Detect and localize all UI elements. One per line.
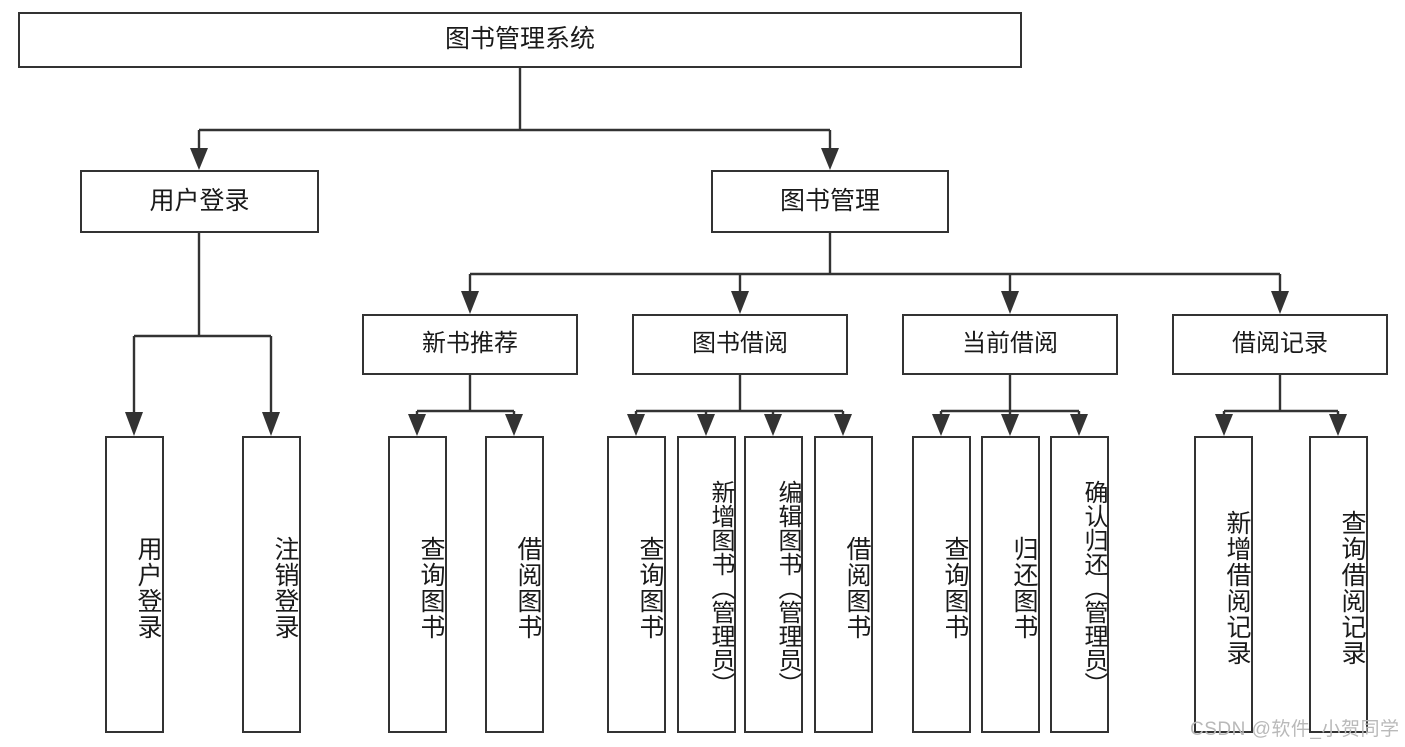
leaf-borrow-records-add[interactable]: 新增借阅记录	[1194, 436, 1253, 733]
node-book-manage[interactable]: 图书管理	[711, 170, 949, 233]
leaf-label: 用户登录	[134, 535, 162, 640]
arrow-book-borrow-leaf-1	[627, 414, 645, 436]
arrow-book-borrow-leaf-3	[764, 414, 782, 436]
node-borrow-records-label: 借阅记录	[1232, 330, 1328, 358]
arrow-book-borrow-leaf-4	[834, 414, 852, 436]
leaf-label: 查询借阅记录	[1338, 509, 1366, 666]
node-root[interactable]: 图书管理系统	[18, 12, 1022, 68]
node-user-login[interactable]: 用户登录	[80, 170, 319, 233]
node-new-book-recommend[interactable]: 新书推荐	[362, 314, 578, 375]
arrow-borrow-records-leaf-2	[1329, 414, 1347, 436]
leaf-book-borrow-borrow[interactable]: 借阅图书	[814, 436, 873, 733]
leaf-book-borrow-edit[interactable]: 编辑图书（管理员）	[744, 436, 803, 733]
node-book-borrow[interactable]: 图书借阅	[632, 314, 848, 375]
leaf-current-borrow-confirm[interactable]: 确认归还（管理员）	[1050, 436, 1109, 733]
node-root-label: 图书管理系统	[444, 25, 595, 54]
leaf-label: 借阅图书	[843, 535, 871, 640]
node-borrow-records[interactable]: 借阅记录	[1172, 314, 1388, 375]
leaf-new-book-borrow[interactable]: 借阅图书	[485, 436, 544, 733]
arrow-book-borrow-leaf-2	[697, 414, 715, 436]
watermark: CSDN @软件_小贺同学	[1190, 719, 1400, 740]
arrow-to-borrow-records	[1271, 291, 1289, 314]
arrow-current-borrow-leaf-2	[1001, 414, 1019, 436]
arrow-new-book-leaf-2	[505, 414, 523, 436]
leaf-label: 借阅图书	[514, 535, 542, 640]
node-new-book-recommend-label: 新书推荐	[422, 330, 518, 358]
arrow-to-book-manage	[821, 148, 839, 170]
leaf-book-borrow-add[interactable]: 新增图书（管理员）	[677, 436, 736, 733]
arrow-to-book-borrow	[731, 291, 749, 314]
leaf-book-borrow-query[interactable]: 查询图书	[607, 436, 666, 733]
leaf-label: 确认归还（管理员）	[1080, 479, 1107, 696]
arrow-user-login-leaf-2	[262, 412, 280, 436]
arrow-new-book-leaf-1	[408, 414, 426, 436]
node-current-borrow-label: 当前借阅	[962, 330, 1058, 358]
node-book-manage-label: 图书管理	[779, 186, 880, 215]
leaf-user-login-signout[interactable]: 注销登录	[242, 436, 301, 733]
leaf-label: 新增图书（管理员）	[707, 479, 734, 696]
leaf-label: 查询图书	[941, 535, 969, 640]
arrow-to-new-book	[461, 291, 479, 314]
arrow-to-current-borrow	[1001, 291, 1019, 314]
leaf-user-login-signin[interactable]: 用户登录	[105, 436, 164, 733]
arrow-user-login-leaf-1	[125, 412, 143, 436]
node-book-borrow-label: 图书借阅	[692, 330, 788, 358]
arrow-borrow-records-leaf-1	[1215, 414, 1233, 436]
leaf-label: 新增借阅记录	[1223, 509, 1251, 666]
arrow-current-borrow-leaf-3	[1070, 414, 1088, 436]
leaf-label: 编辑图书（管理员）	[774, 479, 801, 696]
leaf-current-borrow-return[interactable]: 归还图书	[981, 436, 1040, 733]
node-user-login-label: 用户登录	[149, 186, 250, 215]
leaf-label: 查询图书	[636, 535, 664, 640]
leaf-label: 归还图书	[1010, 535, 1038, 640]
leaf-label: 注销登录	[271, 535, 299, 640]
node-current-borrow[interactable]: 当前借阅	[902, 314, 1118, 375]
arrow-current-borrow-leaf-1	[932, 414, 950, 436]
leaf-current-borrow-query[interactable]: 查询图书	[912, 436, 971, 733]
leaf-label: 查询图书	[417, 535, 445, 640]
leaf-borrow-records-query[interactable]: 查询借阅记录	[1309, 436, 1368, 733]
leaf-new-book-query[interactable]: 查询图书	[388, 436, 447, 733]
arrow-to-user-login	[190, 148, 208, 170]
